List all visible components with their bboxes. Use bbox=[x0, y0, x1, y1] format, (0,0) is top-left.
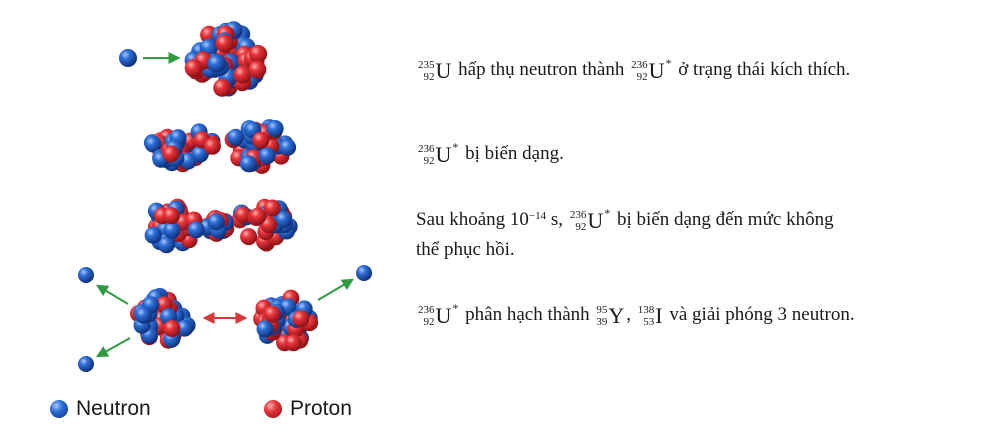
incoming-neutron bbox=[119, 49, 137, 67]
nucleon bbox=[234, 206, 252, 224]
step-3-text-a: bị biến dạng đến mức không bbox=[616, 209, 834, 230]
nucleon bbox=[292, 310, 310, 328]
nucleon bbox=[233, 65, 252, 84]
nucleon bbox=[239, 155, 257, 173]
nucleon bbox=[249, 207, 267, 225]
nucleon bbox=[279, 138, 297, 156]
nucleon bbox=[163, 221, 181, 239]
step-3-text-line-2: thể phục hồi. bbox=[416, 239, 515, 260]
emitted-neutron bbox=[356, 265, 372, 281]
step-2-text-a: bị biến dạng. bbox=[465, 143, 564, 164]
nucleon bbox=[266, 120, 284, 137]
nucleon bbox=[215, 34, 234, 53]
dumbbell-nucleus bbox=[144, 198, 298, 254]
nucleon bbox=[263, 305, 281, 323]
nucleon bbox=[144, 135, 162, 153]
nucleon bbox=[187, 221, 205, 239]
deformed-nucleus bbox=[143, 119, 297, 174]
legend-neutron: Neutron bbox=[50, 396, 151, 422]
legend-neutron-label: Neutron bbox=[76, 397, 151, 420]
nucleon bbox=[207, 213, 225, 231]
step-3-unit: s, bbox=[550, 209, 564, 230]
nucleon bbox=[249, 44, 268, 63]
step-3-prefix: Sau khoảng 10 bbox=[416, 209, 529, 230]
nucleon bbox=[176, 319, 194, 337]
nucleon bbox=[203, 137, 221, 155]
nucleon bbox=[227, 128, 245, 146]
nucleon bbox=[162, 145, 180, 163]
nucleon bbox=[240, 228, 258, 246]
nucleon bbox=[162, 207, 180, 225]
uranium-235-nucleus bbox=[184, 21, 268, 97]
step-4-text-b: và giải phóng 3 neutron. bbox=[669, 304, 855, 325]
nucleon bbox=[163, 320, 181, 337]
nucleon bbox=[248, 60, 267, 79]
nucleon bbox=[275, 211, 293, 228]
step-3-exponent: −14 bbox=[528, 210, 547, 222]
nucleon bbox=[213, 78, 232, 97]
nucleon bbox=[284, 334, 302, 352]
emission-arrow-upper-right bbox=[317, 278, 355, 301]
proton-swatch-icon bbox=[264, 400, 282, 418]
emitted-neutron bbox=[78, 356, 94, 372]
emission-arrow-upper-left bbox=[95, 284, 129, 305]
emitted-neutron bbox=[78, 267, 94, 283]
emission-arrow-lower-left bbox=[95, 337, 131, 358]
legend-proton-label: Proton bbox=[290, 397, 352, 420]
nucleon bbox=[134, 306, 152, 324]
nucleon bbox=[258, 147, 276, 165]
legend-proton: Proton bbox=[264, 396, 352, 422]
step-1-text-a: hấp thụ neutron thành bbox=[458, 59, 625, 80]
nucleon bbox=[263, 199, 281, 217]
neutron-swatch-icon bbox=[50, 400, 68, 418]
nucleon bbox=[184, 59, 203, 78]
step-1-text-b: ở trạng thái kích thích. bbox=[678, 59, 851, 80]
nucleon bbox=[252, 131, 270, 149]
nucleon bbox=[207, 54, 226, 73]
step-4-text-a: phân hạch thành bbox=[465, 304, 590, 325]
nucleon bbox=[256, 320, 274, 338]
fragment-iodine-138 bbox=[253, 289, 319, 352]
nucleon bbox=[191, 145, 209, 163]
fragment-yttrium-95 bbox=[130, 287, 196, 349]
nucleon bbox=[144, 226, 162, 244]
nucleon bbox=[157, 236, 175, 254]
step-4-separator: , bbox=[626, 304, 632, 325]
